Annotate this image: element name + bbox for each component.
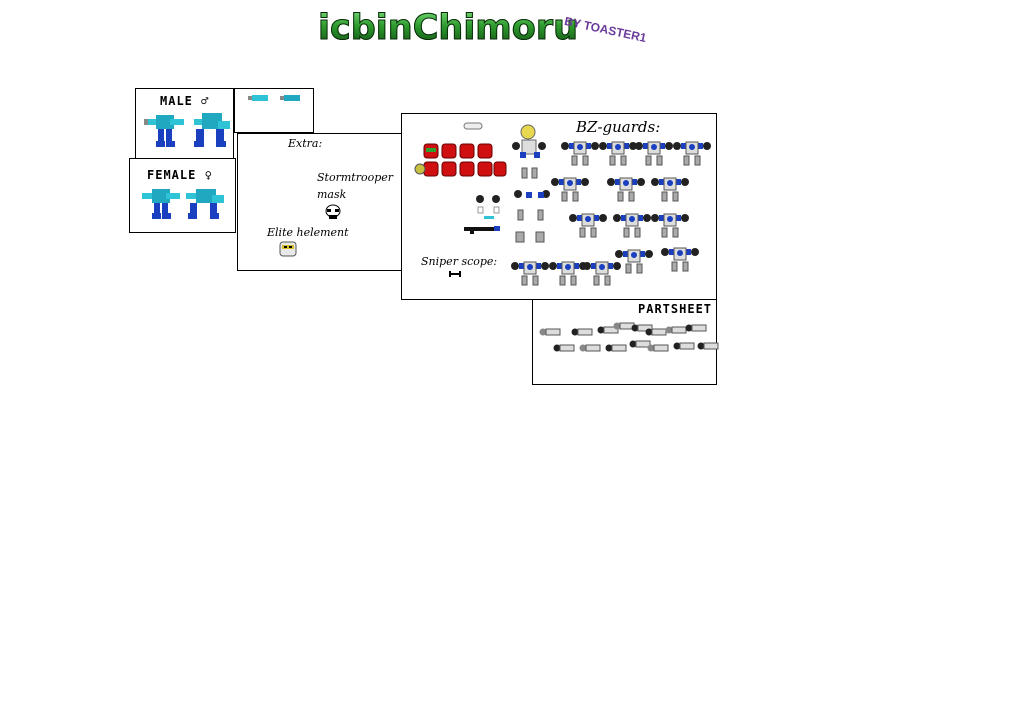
bz-guards-panel: BZ-guards: Sniper scope: bbox=[401, 113, 717, 300]
extra-label: Extra: bbox=[288, 137, 323, 150]
rifle-icon bbox=[464, 226, 500, 234]
arm-sprite-right bbox=[280, 95, 300, 101]
part-sprite bbox=[645, 328, 667, 336]
female-sprite-standing bbox=[142, 189, 180, 219]
bz-guard-sprite bbox=[511, 261, 549, 286]
bz-guard-sprite bbox=[635, 141, 673, 166]
sniper-scope-icon bbox=[449, 271, 461, 277]
bz-guard-sprite bbox=[661, 247, 699, 272]
bz-guard-sprite bbox=[651, 213, 689, 238]
bz-guard-sprite bbox=[551, 177, 589, 202]
part-sprite bbox=[597, 326, 619, 334]
bz-guard-sprites bbox=[511, 141, 711, 286]
elite-helmet-label: Elite helement bbox=[267, 226, 349, 239]
male-panel: MALE ♂ bbox=[135, 88, 234, 160]
male-sprite-walking bbox=[194, 113, 230, 147]
bz-guard-sprite bbox=[615, 249, 653, 274]
arm-sprite-left bbox=[248, 95, 268, 101]
bz-guard-sprite bbox=[561, 141, 599, 166]
part-sprite bbox=[605, 344, 627, 352]
part-sprite bbox=[665, 326, 687, 334]
guard-head-parts bbox=[476, 195, 500, 219]
bz-guard-sprite bbox=[583, 261, 621, 286]
helmet-item-icon bbox=[463, 122, 483, 130]
partsheet-label: PARTSHEET bbox=[638, 302, 713, 316]
part-sprite bbox=[613, 322, 635, 330]
bz-guard-sprite bbox=[673, 141, 711, 166]
part-sprite bbox=[685, 324, 707, 332]
guard-sprite-front bbox=[512, 124, 546, 179]
elite-helmet-icon bbox=[279, 241, 297, 257]
guard-parts-column bbox=[514, 190, 550, 243]
part-sprite bbox=[571, 328, 593, 336]
male-sprite-standing bbox=[144, 115, 184, 147]
bz-guard-sprite bbox=[607, 177, 645, 202]
part-sprite bbox=[539, 328, 561, 336]
sheet-title: icbinChimoru bbox=[317, 8, 579, 49]
extra-panel: Extra: Stormtrooper mask Elite helement bbox=[237, 133, 402, 271]
part-sprite bbox=[579, 344, 601, 352]
bz-guard-sprite bbox=[549, 261, 587, 286]
stormtrooper-label-line2: mask bbox=[317, 188, 347, 201]
male-label: MALE ♂ bbox=[160, 94, 210, 108]
bz-guard-sprite bbox=[599, 141, 637, 166]
bz-guard-sprite bbox=[651, 177, 689, 202]
female-panel: FEMALE ♀ bbox=[129, 158, 236, 233]
part-sprite bbox=[673, 342, 695, 350]
bz-guard-sprite bbox=[569, 213, 607, 238]
bz-guards-label: BZ-guards: bbox=[576, 118, 661, 136]
red-helmets-grid bbox=[414, 143, 507, 177]
partsheet-panel: PARTSHEET bbox=[532, 299, 719, 385]
part-sprite bbox=[647, 344, 669, 352]
part-sprite bbox=[697, 342, 719, 350]
female-label: FEMALE ♀ bbox=[147, 168, 213, 182]
stormtrooper-mask-icon bbox=[325, 204, 341, 219]
part-sprite bbox=[629, 340, 651, 348]
stormtrooper-label-line1: Stormtrooper bbox=[317, 171, 394, 184]
arms-panel bbox=[234, 88, 314, 133]
part-sprite bbox=[553, 344, 575, 352]
bz-guard-sprite bbox=[613, 213, 651, 238]
sniper-scope-label: Sniper scope: bbox=[421, 255, 498, 268]
partsheet-sprites bbox=[539, 322, 719, 352]
female-sprite-walking bbox=[186, 189, 224, 219]
part-sprite bbox=[631, 324, 653, 332]
